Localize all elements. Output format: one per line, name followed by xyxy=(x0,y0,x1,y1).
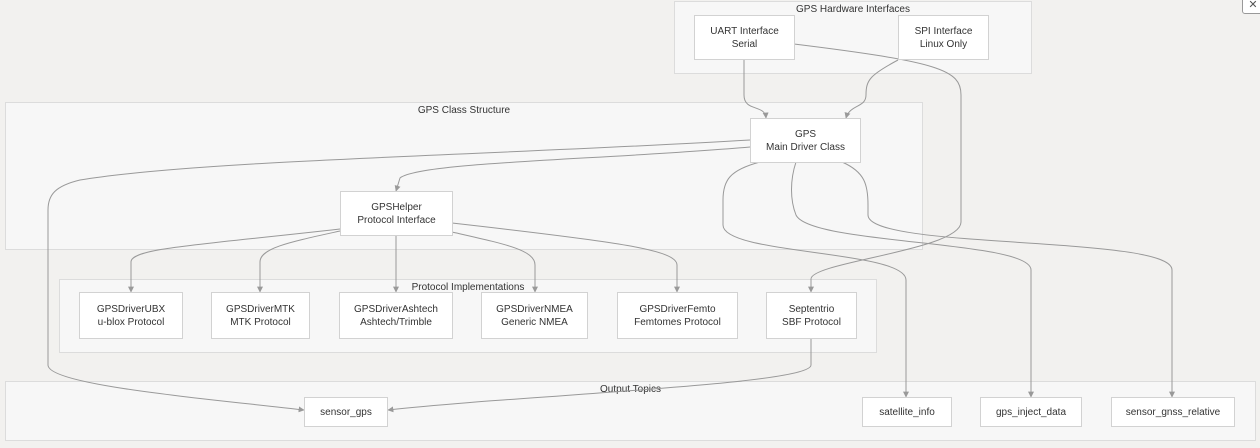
cluster-title-class-structure: GPS Class Structure xyxy=(417,105,511,116)
node-gps-helper: GPSHelper Protocol Interface xyxy=(340,191,453,236)
node-uart-line1: UART Interface xyxy=(710,25,779,37)
node-helper-line1: GPSHelper xyxy=(371,201,422,213)
corner-close-button[interactable]: ✕ xyxy=(1242,0,1260,14)
node-gps-driver-femto: GPSDriverFemto Femtomes Protocol xyxy=(617,292,738,339)
node-gps-line1: GPS xyxy=(794,128,817,140)
node-gps-driver-mtk: GPSDriverMTK MTK Protocol xyxy=(211,292,310,339)
node-sensor-gnss-relative-label: sensor_gnss_relative xyxy=(1125,406,1221,418)
node-septentrio-line1: Septentrio xyxy=(788,303,835,315)
node-septentrio-line2: SBF Protocol xyxy=(782,316,841,328)
node-satellite-info-label: satellite_info xyxy=(879,406,935,418)
node-gps-inject-data-label: gps_inject_data xyxy=(995,406,1067,418)
node-gps-driver-nmea: GPSDriverNMEA Generic NMEA xyxy=(481,292,588,339)
node-gps-line2: Main Driver Class xyxy=(766,141,845,153)
node-spi-line2: Linux Only xyxy=(919,38,968,50)
node-sensor-gps: sensor_gps xyxy=(304,397,388,427)
node-mtk-line2: MTK Protocol xyxy=(230,316,291,328)
node-uart-line2: Serial xyxy=(731,38,758,50)
node-sensor-gps-label: sensor_gps xyxy=(320,406,372,418)
node-gps-driver-ashtech: GPSDriverAshtech Ashtech/Trimble xyxy=(339,292,453,339)
node-satellite-info: satellite_info xyxy=(862,397,952,427)
node-helper-line2: Protocol Interface xyxy=(357,214,436,226)
cluster-title-hardware: GPS Hardware Interfaces xyxy=(796,4,910,15)
node-ubx-line2: u-blox Protocol xyxy=(97,316,165,328)
node-nmea-line2: Generic NMEA xyxy=(501,316,568,328)
node-ashtech-line1: GPSDriverAshtech xyxy=(354,303,438,315)
node-gps-main-driver: GPS Main Driver Class xyxy=(750,118,861,163)
node-femto-line1: GPSDriverFemto xyxy=(639,303,716,315)
node-ubx-line1: GPSDriverUBX xyxy=(96,303,166,315)
cluster-title-output: Output Topics xyxy=(600,384,661,395)
node-septentrio: Septentrio SBF Protocol xyxy=(766,292,857,339)
node-spi-interface: SPI Interface Linux Only xyxy=(898,15,989,60)
node-gps-driver-ubx: GPSDriverUBX u-blox Protocol xyxy=(79,292,183,339)
node-gps-inject-data: gps_inject_data xyxy=(980,397,1082,427)
node-ashtech-line2: Ashtech/Trimble xyxy=(360,316,432,328)
close-icon: ✕ xyxy=(1248,0,1258,11)
node-uart-interface: UART Interface Serial xyxy=(694,15,795,60)
node-femto-line2: Femtomes Protocol xyxy=(634,316,721,328)
node-spi-line1: SPI Interface xyxy=(914,25,973,37)
node-mtk-line1: GPSDriverMTK xyxy=(226,303,295,315)
node-nmea-line1: GPSDriverNMEA xyxy=(496,303,573,315)
node-sensor-gnss-relative: sensor_gnss_relative xyxy=(1111,397,1235,427)
